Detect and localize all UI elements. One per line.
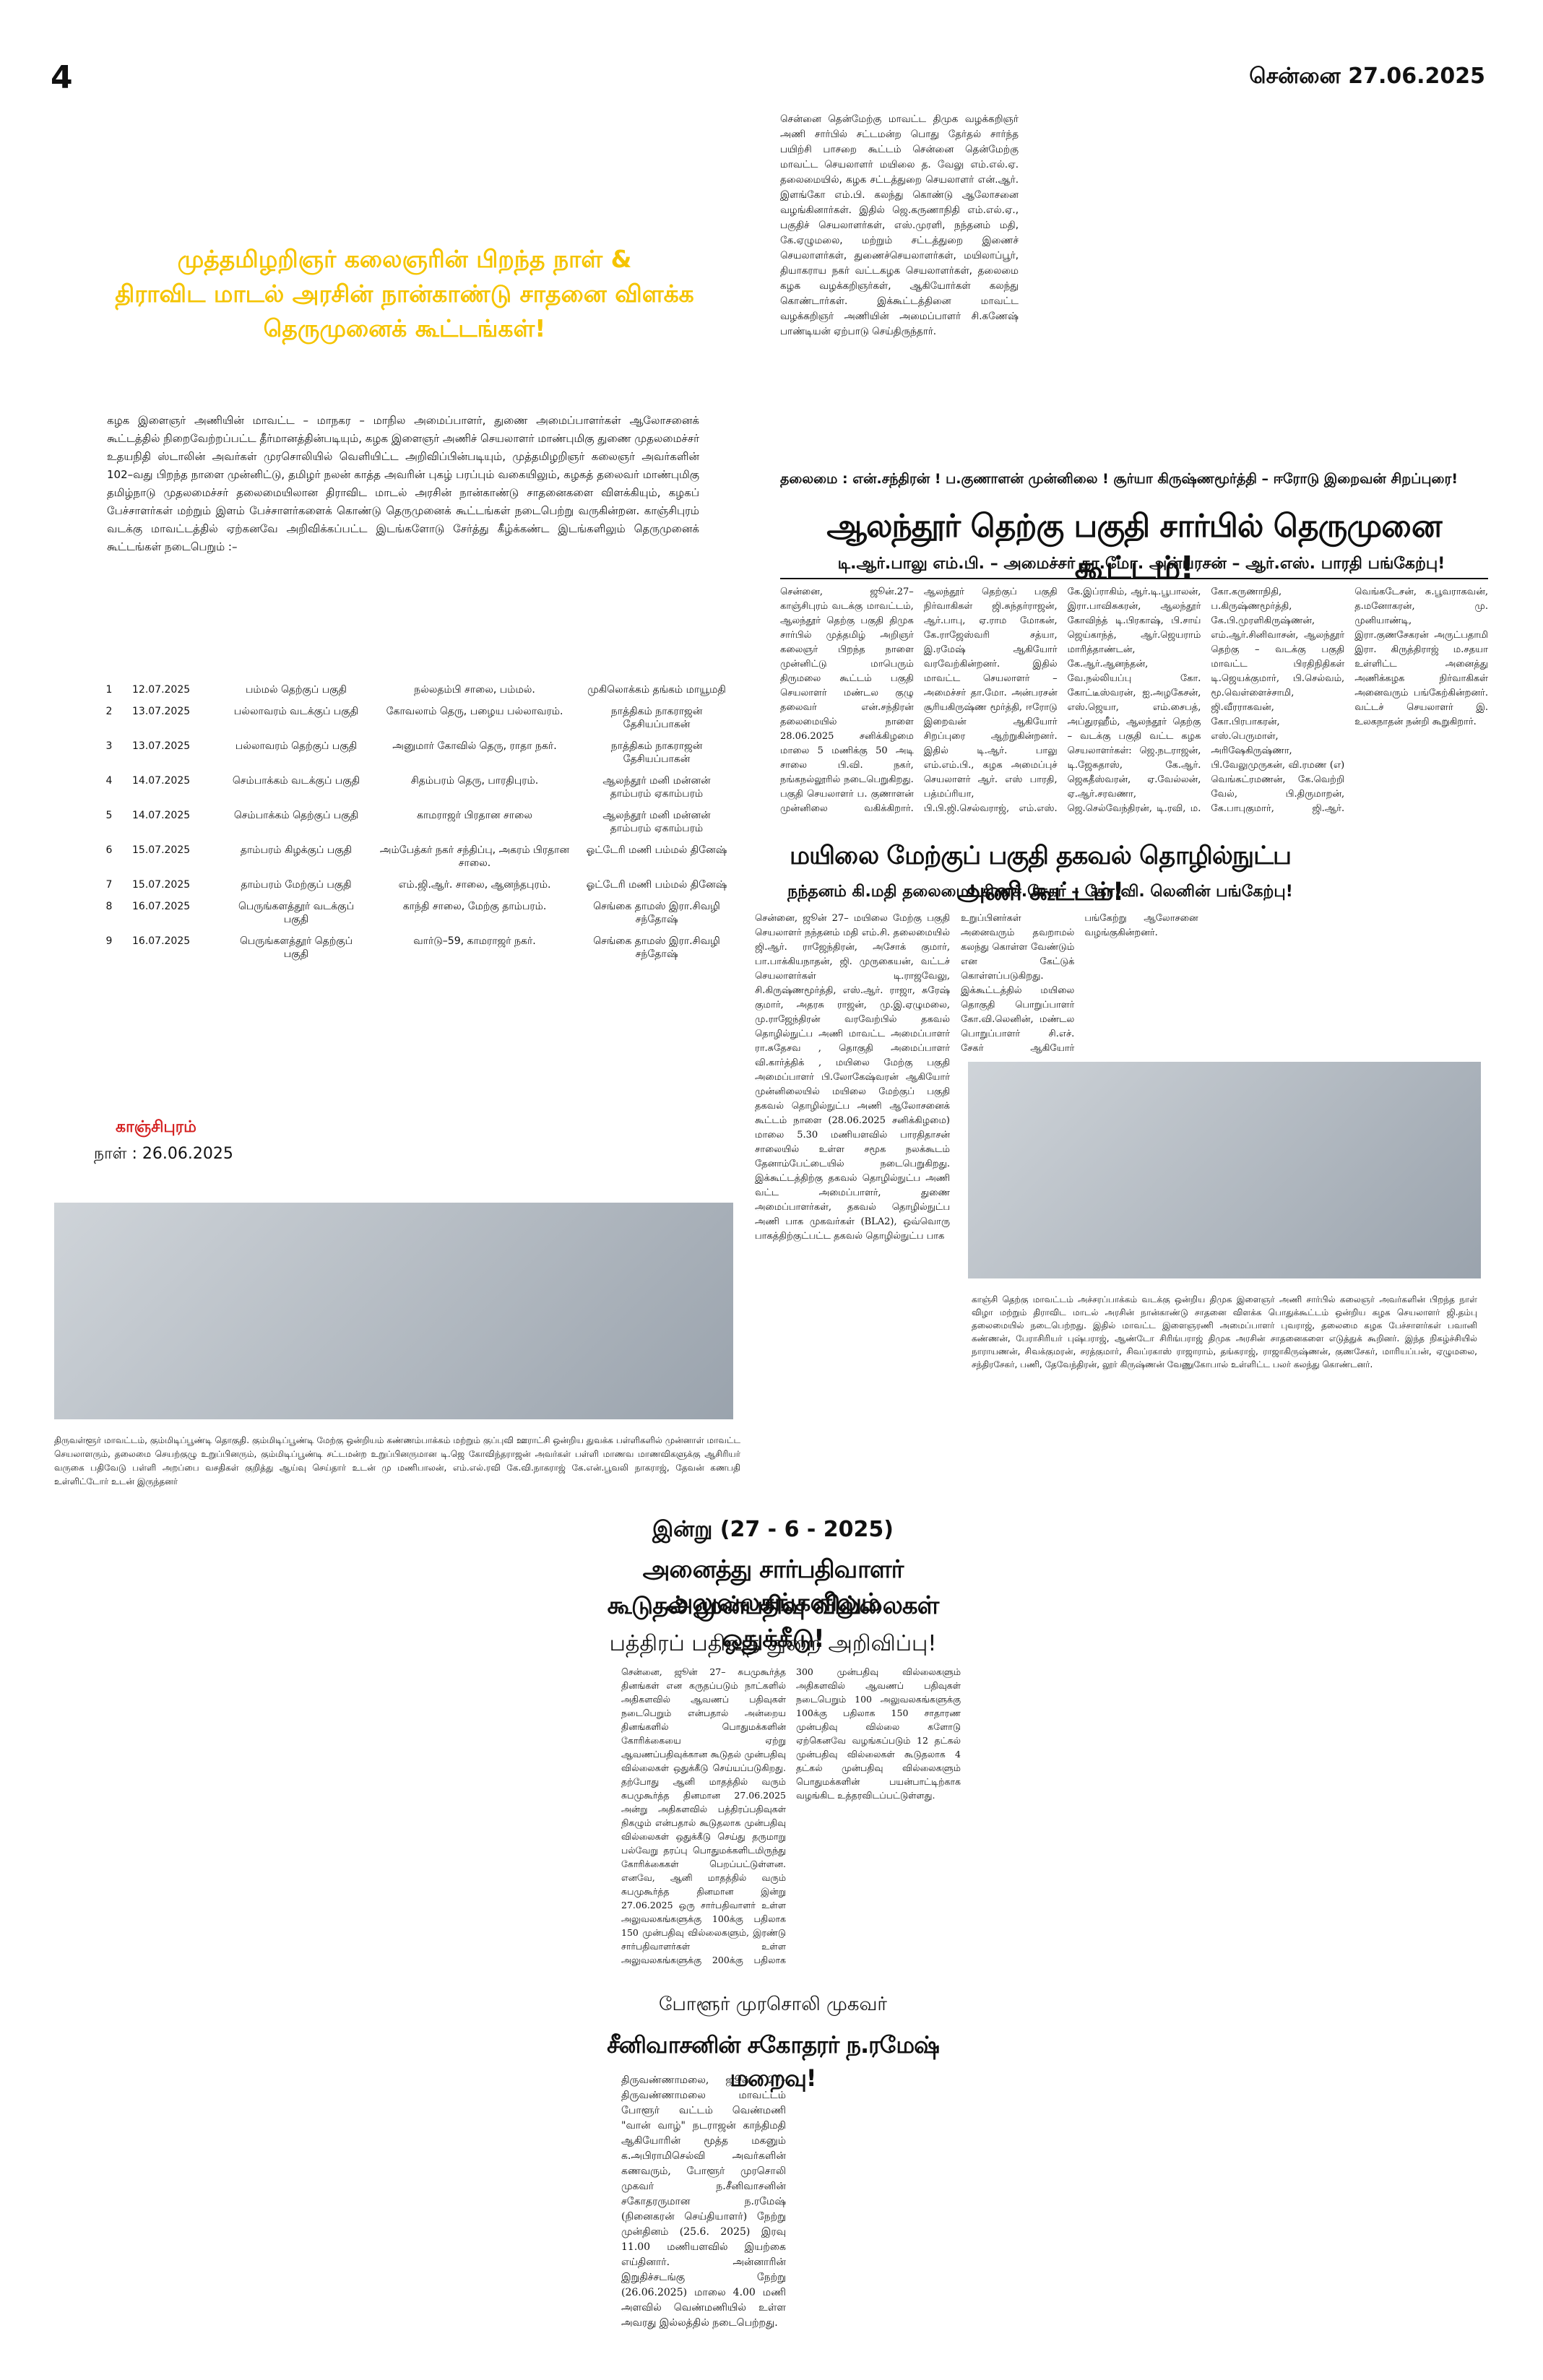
schedule-place: கோவலாம் தெரு, பழைய பல்லாவரம். [386,706,563,717]
feature-body: கழக இளைஞர் அணியின் மாவட்ட – மாநகர – மாநி… [107,414,699,553]
schedule-speaker: செங்கை தாமஸ் இரா.சிவழி சந்தோஷ் [593,935,720,960]
schedule-date: 13.07.2025 [132,740,191,752]
feature-headline-line-2: திராவிட மாடல் அரசின் நான்காண்டு சாதனை வி… [115,280,694,308]
schedule-place: நல்லதம்பி சாலை, பம்மல். [414,684,535,696]
registration-subhead: பத்திரப் பதிவுத் துறை அறிவிப்பு! [609,1631,937,1656]
schedule-place: எம்.ஜி.ஆர். சாலை, ஆனந்தபுரம். [398,879,551,891]
schedule-area: பல்லாவரம் வடக்குப் பகுதி [233,706,359,717]
kanchi-event-photo [968,1062,1481,1278]
mylai-subhead: நந்தனம் கி.மதி தலைமை! சி.எச்.சேகர் – கோ.… [787,883,1293,901]
schedule-row: 1 12.07.2025 பம்மல் தெற்குப் பகுதி நல்லதம்ப… [90,679,733,701]
obituary-kicker: போளூர் முரசொலி முகவர் [659,1994,887,2015]
photo-caption-left: திருவள்ளூர் மாவட்டம், கும்மிடிப்பூண்டி த… [54,1435,740,1487]
alandur-body: சென்னை, ஜூன்.27– காஞ்சிபுரம் வடக்கு மாவட… [780,587,1488,814]
alandur-kicker: தலைமை : என்.சந்திரன் ! ப.குணாளன் முன்னில… [780,471,1458,487]
schedule-no: 9 [105,935,113,947]
schedule-speaker: ஆலந்தூர் மனி மன்னன் தாம்பரம் ஏகாம்பரம் [602,810,711,834]
schedule-date: 15.07.2025 [132,844,191,856]
schedule-no: 4 [105,775,113,787]
schedule-area: தாம்பரம் மேற்குப் பகுதி [241,879,352,891]
schedule-row: 7 15.07.2025 தாம்பரம் மேற்குப் பகுதி எம்.ஜி… [90,874,733,896]
schedule-no: 5 [105,810,113,821]
schedule-area: தாம்பரம் கிழக்குப் பகுதி [240,844,353,856]
schedule-no: 1 [105,684,113,696]
registration-date-head: இன்று (27 - 6 - 2025) [652,1517,894,1542]
schedule-row: 2 13.07.2025 பல்லாவரம் வடக்குப் பகுதி கோவலா… [90,701,733,735]
mylai-headline: மயிலை மேற்குப் பகுதி தகவல் தொழில்நுட்ப அ… [789,841,1292,906]
schedule-no: 7 [105,879,113,891]
schedule-date: 12.07.2025 [132,684,191,696]
page-number: 4 [51,59,73,96]
registration-headline-1: அனைத்து சார்பதிவாளர் அலுவலகங்களிலும் [642,1555,904,1617]
schedule-row: 3 13.07.2025 பல்லாவரம் தெற்குப் பகுதி அனுமா… [90,735,733,770]
schedule-speaker: ஆலந்தூர் மனி மன்னன் தாம்பரம் ஏகாம்பரம் [602,775,711,800]
schedule-area: பல்லாவரம் தெற்குப் பகுதி [235,740,358,752]
schedule-table-wrap: 1 12.07.2025 பம்மல் தெற்குப் பகுதி நல்லதம்ப… [90,679,733,965]
schedule-area: செம்பாக்கம் தெற்குப் பகுதி [233,810,359,821]
schedule-no: 2 [105,706,113,717]
schedule-area: பம்மல் தெற்குப் பகுதி [245,684,347,696]
schedule-speaker: ஓட்டேரி மணி பம்மல் தினேஷ் [586,879,727,891]
obituary-headline: சீனிவாசனின் சகோதரர் ந.ரமேஷ் மறைவு! [607,2031,940,2092]
schedule-date: 14.07.2025 [132,810,191,821]
schedule-row: 5 14.07.2025 செம்பாக்கம் தெற்குப் பகுதி காம… [90,805,733,839]
schedule-speaker: நாத்திகம் நாகராஜன் தேசியப்பாகன் [610,706,703,730]
photo-caption-right: காஞ்சி தெற்கு மாவட்டம் அச்சரப்பாக்கம் வட… [972,1294,1477,1369]
schedule-speaker: ஓட்டேரி மணி பம்மல் தினேஷ் [586,844,727,856]
schedule-no: 3 [105,740,113,752]
schedule-row: 6 15.07.2025 தாம்பரம் கிழக்குப் பகுதி அம்பே… [90,839,733,874]
schedule-place: அனுமார் கோவில் தெரு, ராதா நகர். [392,740,557,752]
alandur-subhead: டி.ஆர்.பாலு எம்.பி. – அமைச்சர் தா.மோ. அன… [837,555,1445,573]
schedule-row: 9 16.07.2025 பெருங்களத்தூர் தெற்குப் பகுதி… [90,930,733,965]
schedule-area: செம்பாக்கம் வடக்குப் பகுதி [232,775,360,787]
registration-headline-2: கூடுதல் முன்பதிவு வில்லைகள் ஒதுக்கீடு! [607,1591,940,1653]
schedule-area: பெருங்களத்தூர் தெற்குப் பகுதி [239,935,353,960]
alandur-rule [780,578,1488,579]
schedule-no: 8 [105,901,113,912]
school-visit-photo [54,1203,733,1419]
schedule-place: அம்பேத்கர் நகர் சந்திப்பு, அகரம் பிரதான … [379,844,570,869]
feature-headline-line-3: தெருமுனைக் கூட்டங்கள்! [263,314,546,342]
schedule-place: காந்தி சாலை, மேற்கு தாம்பரம். [402,901,547,912]
schedule-date: 15.07.2025 [132,879,191,891]
schedule-date: 13.07.2025 [132,706,191,717]
schedule-speaker: முகிலொக்கம் தங்கம் மாயூமதி [587,684,726,696]
city-date: சென்னை 27.06.2025 [1249,64,1485,89]
schedule-speaker: செங்கை தாமஸ் இரா.சிவழி சந்தோஷ் [593,901,720,925]
schedule-place: வார்டு–59, காமராஜர் நகர். [413,935,536,947]
mylai-body-left: சென்னை, ஜூன் 27– மயிலை மேற்கு பகுதி செயல… [755,913,950,1242]
feature-headline-line-1: முத்தமிழறிஞர் கலைஞரின் பிறந்த நாள் & [177,245,632,273]
obituary-body: திருவண்ணாமலை, ஜூன் 27– திருவண்ணாமலை மாவட… [621,2074,786,2329]
date-label: நாள் : 26.06.2025 [94,1145,233,1163]
schedule-row: 4 14.07.2025 செம்பாக்கம் வடக்குப் பகுதி சித… [90,770,733,805]
schedule-row: 8 16.07.2025 பெருங்களத்தூர் வடக்குப் பகுதி… [90,896,733,930]
mylai-body-right: உறுப்பினர்கள் அனைவரும் தவறாமல் கலந்து கொ… [961,913,1198,1054]
place-label: காஞ்சிபுரம் [116,1118,196,1136]
registration-body: சென்னை, ஜூன் 27– சுபமுகூர்த்த தினங்கள் எ… [621,1666,961,1965]
schedule-table: 1 12.07.2025 பம்மல் தெற்குப் பகுதி நல்லதம்ப… [90,679,733,965]
schedule-speaker: நாத்திகம் நாகராஜன் தேசியப்பாகன் [610,740,703,765]
schedule-no: 6 [105,844,113,856]
schedule-date: 14.07.2025 [132,775,191,787]
alandur-headline: ஆலந்தூர் தெற்கு பகுதி சார்பில் தெருமுனை … [826,508,1442,587]
schedule-date: 16.07.2025 [132,935,191,947]
schedule-place: சிதம்பரம் தெரு, பாரதிபுரம். [410,775,539,787]
feature-headline: முத்தமிழறிஞர் கலைஞரின் பிறந்த நாள் & திர… [101,242,708,346]
top-brief-body: சென்னை தென்மேற்கு மாவட்ட திமுக வழக்கறிஞர… [780,113,1019,337]
schedule-place: காமராஜர் பிரதான சாலை [417,810,532,821]
schedule-date: 16.07.2025 [132,901,191,912]
left-feature: முத்தமிழறிஞர் கலைஞரின் பிறந்த நாள் & திர… [101,242,708,346]
schedule-area: பெருங்களத்தூர் வடக்குப் பகுதி [238,901,355,925]
